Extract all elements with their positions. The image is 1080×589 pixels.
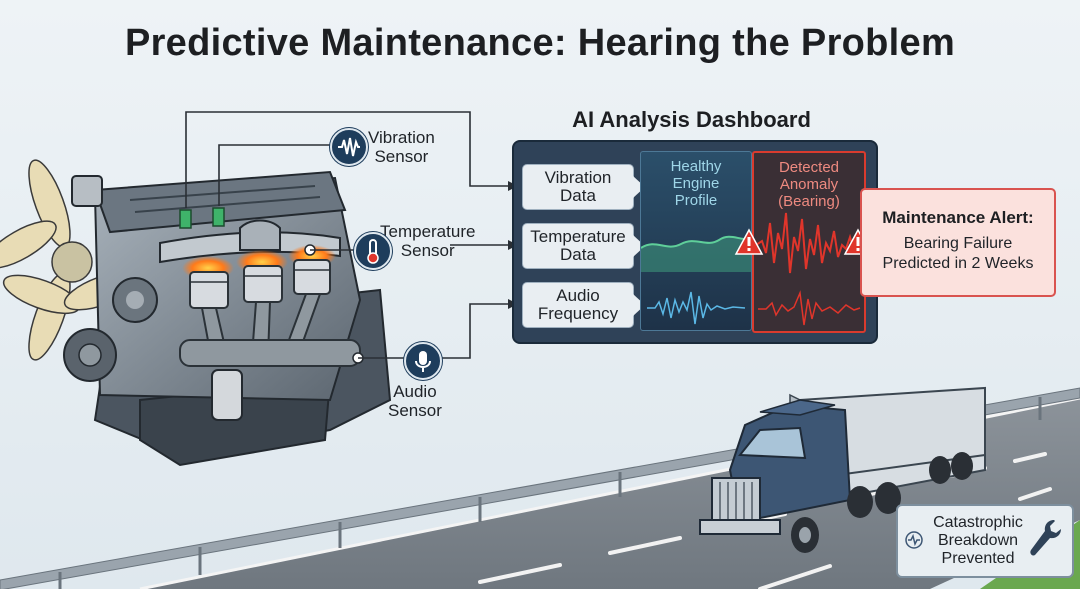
temperature-sensor-label: Temperature Sensor (380, 222, 475, 260)
outcome-text: Catastrophic Breakdown Prevented (928, 514, 1028, 568)
temperature-sensor-line1: Temperature (380, 222, 476, 241)
vibration-data-card: Vibration Data (522, 164, 645, 210)
engine-illustration (0, 159, 392, 467)
anomaly-line1: Detected (778, 159, 840, 176)
healthy-profile-panel: Healthy Engine Profile (640, 151, 752, 331)
vibration-data-line1: Vibration (544, 168, 612, 187)
pulse-icon (905, 531, 923, 549)
microphone-icon (404, 342, 442, 380)
outcome-line3: Prevented (941, 550, 1015, 567)
healthy-waveform (641, 235, 751, 325)
anomaly-label: Detected Anomaly (Bearing) (754, 159, 864, 210)
maintenance-alert: Maintenance Alert: Bearing Failure Predi… (860, 188, 1056, 297)
audio-frequency-line1: Audio (556, 286, 600, 305)
audio-frequency-line2: Frequency (537, 304, 619, 323)
temperature-data-line2: Data (560, 245, 596, 264)
alert-title: Maintenance Alert: (882, 208, 1034, 227)
alert-body: Bearing Failure Predicted in 2 Weeks (862, 234, 1054, 274)
dashboard-title: AI Analysis Dashboard (572, 107, 811, 132)
audio-sensor-line1: Audio (393, 382, 437, 401)
anomaly-line3: (Bearing) (778, 193, 840, 210)
healthy-line3: Profile (674, 192, 718, 209)
outcome-badge: Catastrophic Breakdown Prevented (896, 504, 1074, 578)
temperature-data-card: Temperature Data (522, 223, 645, 269)
audio-frequency-card: Audio Frequency (522, 282, 645, 328)
semi-truck (699, 386, 986, 553)
thermometer-icon (354, 232, 392, 270)
connector-lines (185, 111, 508, 359)
anomaly-line2: Anomaly (779, 176, 839, 193)
healthy-line1: Healthy (670, 158, 722, 175)
outcome-line1: Catastrophic (933, 514, 1023, 531)
alert-line2: Predicted in 2 Weeks (882, 255, 1034, 272)
audio-sensor-label: Audio Sensor (388, 382, 442, 420)
vibration-sensor-line2: Sensor (374, 147, 429, 166)
page-title: Predictive Maintenance: Hearing the Prob… (124, 22, 956, 64)
healthy-profile-label: Healthy Engine Profile (641, 158, 751, 209)
temperature-data-line1: Temperature (530, 227, 626, 246)
audio-sensor-line2: Sensor (388, 401, 442, 420)
vibration-sensor-line1: Vibration (368, 128, 435, 147)
waveform-icon (330, 128, 368, 166)
alert-line1: Bearing Failure (903, 235, 1013, 252)
vibration-data-line2: Data (560, 186, 596, 205)
healthy-line2: Engine (672, 175, 720, 192)
outcome-line2: Breakdown (937, 532, 1019, 549)
warning-triangle-icon (734, 228, 764, 255)
wrench-icon (1030, 520, 1061, 556)
temperature-sensor-line2: Sensor (400, 241, 455, 260)
anomaly-waveform (755, 212, 861, 326)
vibration-sensor-label: Vibration Sensor (368, 128, 435, 166)
